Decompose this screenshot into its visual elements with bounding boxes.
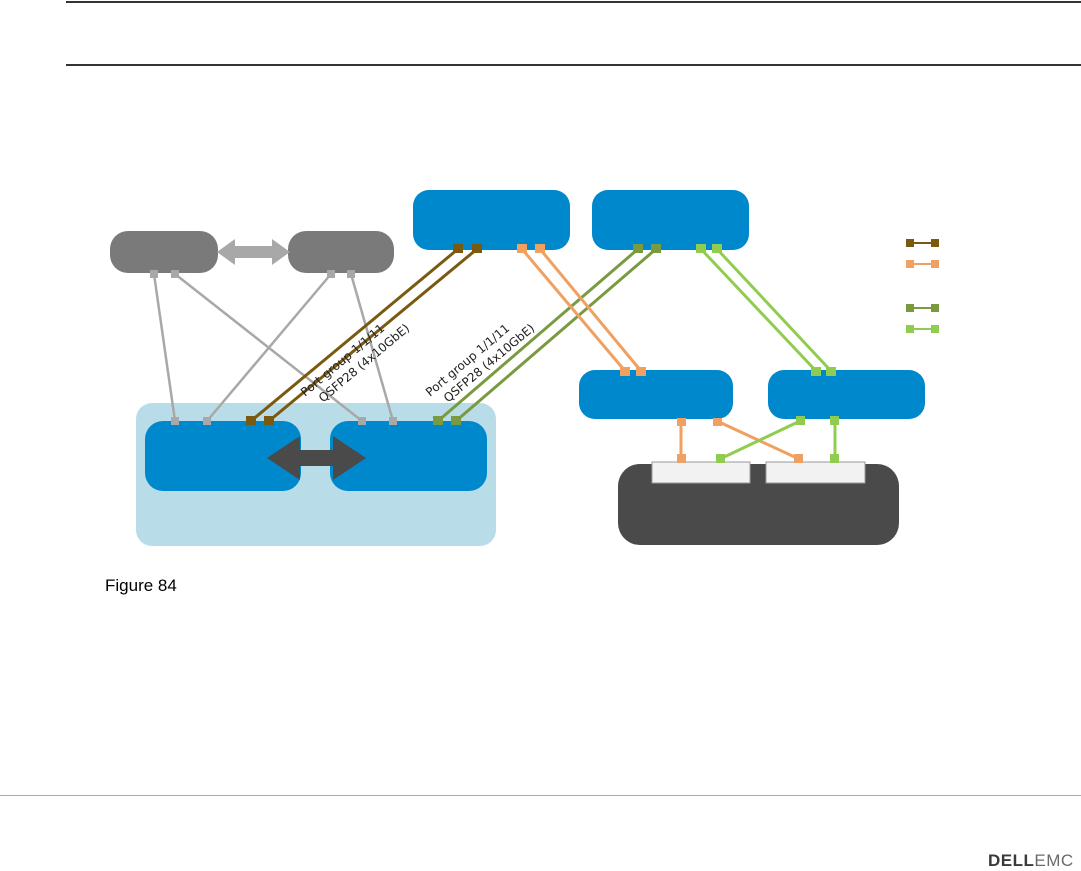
leaf-switch-3	[579, 370, 733, 419]
port-group-label-1: Port group 1/1/11 QSFP28 (4x10GbE)	[298, 321, 412, 405]
spine-switch-1	[413, 190, 570, 250]
brown-uplinks	[250, 247, 478, 423]
management-interlink-arrow-icon	[217, 239, 290, 265]
management-switch-2	[288, 231, 394, 273]
server-nic-2	[765, 461, 866, 484]
legend	[906, 239, 939, 333]
network-topology-diagram: Port group 1/1/11 QSFP28 (4x10GbE) Port …	[110, 190, 939, 546]
legend-lightgreen-link-icon	[906, 325, 939, 333]
footer-rule	[0, 795, 1081, 796]
legend-olive-link-icon	[906, 304, 939, 312]
server-nic-1	[651, 461, 751, 484]
server-links	[679, 419, 837, 461]
logo-light-text: EMC	[1034, 851, 1074, 870]
dell-emc-logo: DELLEMC	[988, 852, 1074, 869]
port-group-label-2: Port group 1/1/11 QSFP28 (4x10GbE)	[423, 321, 537, 405]
header-bottom-rule	[66, 64, 1081, 66]
lightgreen-uplinks	[699, 247, 833, 373]
vlt-interconnect-arrow-icon	[267, 436, 366, 480]
legend-orange-link-icon	[906, 260, 939, 268]
olive-uplinks	[437, 247, 657, 423]
vlt-leaf-switch-2	[330, 421, 487, 491]
management-links	[152, 273, 395, 422]
server-chassis	[618, 464, 899, 545]
header-top-rule	[66, 1, 1081, 3]
logo-bold-text: DELL	[988, 851, 1035, 870]
orange-uplinks	[520, 248, 643, 372]
leaf-switch-4	[768, 370, 925, 419]
port-markers	[150, 244, 839, 463]
management-switch-1	[110, 231, 218, 273]
spine-switch-2	[592, 190, 749, 250]
legend-brown-link-icon	[906, 239, 939, 247]
vlt-leaf-switch-1	[145, 421, 301, 491]
figure-caption: Figure 84	[105, 576, 177, 595]
